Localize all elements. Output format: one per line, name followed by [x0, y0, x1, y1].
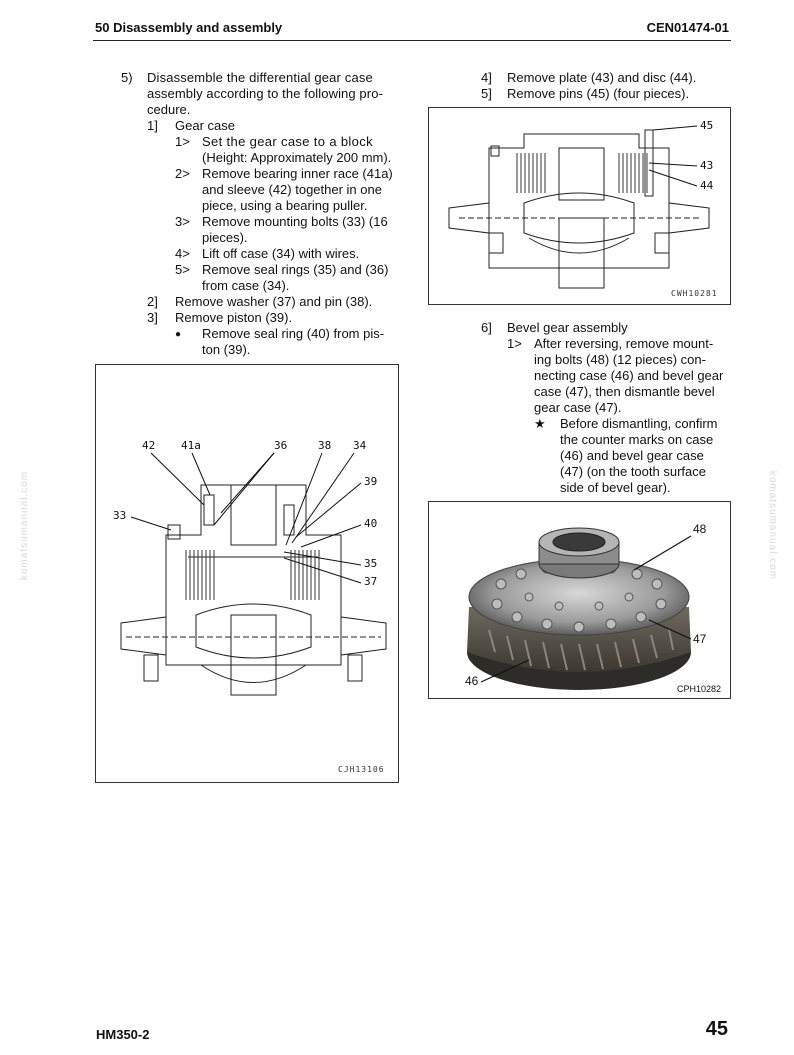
substep-text: Remove washer (37) and pin (38).: [175, 294, 373, 309]
substep-title: Bevel gear assembly: [507, 320, 628, 335]
figure-gear-case: 42 41a 36 38 34 39 33 40 35 37 CJH13106: [95, 364, 399, 783]
substep-number: 2]: [147, 294, 158, 309]
figure-code: CWH10281: [671, 289, 718, 298]
callout-33: 33: [113, 509, 127, 522]
callout-42: 42: [142, 439, 156, 452]
bullet-text: ton (39).: [202, 342, 251, 357]
item-number: 4>: [175, 246, 190, 261]
step-text: Disassemble the differential gear case: [147, 70, 373, 85]
callout-37: 37: [364, 575, 378, 588]
substep-number: 4]: [481, 70, 492, 85]
substep-title: Gear case: [175, 118, 235, 133]
callout-43: 43: [700, 159, 714, 172]
figure-bevel-gear-photo: 48 47 46 CPH10282: [428, 501, 731, 699]
footer-model: HM350-2: [96, 1027, 150, 1042]
callout-41a: 41a: [181, 439, 201, 452]
step-text: assembly according to the following pro-: [147, 86, 383, 101]
item-number: 1>: [175, 134, 190, 149]
figure-code: CPH10282: [677, 684, 722, 694]
item-number: 5>: [175, 262, 190, 277]
callout-36: 36: [274, 439, 288, 452]
callout-44: 44: [700, 179, 714, 192]
step-text: cedure.: [147, 102, 191, 117]
item-text: from case (34).: [202, 278, 290, 293]
item-text: Remove mounting bolts (33) (16: [202, 214, 388, 229]
item-text: necting case (46) and bevel gear: [534, 368, 724, 383]
substep-number: 1]: [147, 118, 158, 133]
callout-38: 38: [318, 439, 332, 452]
substep-number: 3]: [147, 310, 158, 325]
callout-39: 39: [364, 475, 378, 488]
gear-case-cross-section-drawing: [120, 452, 387, 696]
watermark-right: komatsumanual.com: [767, 470, 779, 581]
substep-text: Remove plate (43) and disc (44).: [507, 70, 697, 85]
callout-45: 45: [700, 119, 714, 132]
callout-34: 34: [353, 439, 367, 452]
figure-code: CJH13106: [338, 765, 385, 774]
item-text: piece, using a bearing puller.: [202, 198, 368, 213]
note-text: (47) (on the tooth surface: [560, 464, 706, 479]
page-number: 45: [705, 1018, 728, 1040]
note-text: side of bevel gear).: [560, 480, 671, 495]
watermark-left: komatsumanual.com: [19, 470, 31, 581]
item-text: ing bolts (48) (12 pieces) con-: [534, 352, 706, 367]
callout-40: 40: [364, 517, 378, 530]
page-header: 50 Disassembly and assembly CEN01474-01: [93, 18, 731, 41]
callout-48: 48: [693, 522, 707, 536]
item-text: Set the gear case to a block: [202, 134, 373, 149]
item-text: Remove bearing inner race (41a): [202, 166, 393, 181]
item-number: 2>: [175, 166, 190, 181]
header-doc-code: CEN01474-01: [646, 20, 729, 35]
substep-text: Remove piston (39).: [175, 310, 293, 325]
star-icon: ★: [534, 416, 546, 431]
item-text: After reversing, remove mount-: [534, 336, 714, 351]
item-number: 3>: [175, 214, 190, 229]
callout-46: 46: [465, 674, 479, 688]
note-text: Before dismantling, confirm: [560, 416, 718, 431]
header-section-title: 50 Disassembly and assembly: [95, 20, 283, 35]
note-text: (46) and bevel gear case: [560, 448, 704, 463]
item-text: (Height: Approximately 200 mm).: [202, 150, 392, 165]
substep-text: Remove pins (45) (four pieces).: [507, 86, 690, 101]
bevel-gear-photo-image: [467, 527, 692, 690]
item-text: pieces).: [202, 230, 248, 245]
step-number: 5): [121, 70, 133, 85]
figure-plate-disc: 45 43 44 CWH10281: [428, 107, 731, 305]
bullet-icon: ●: [175, 329, 182, 340]
item-text: Remove seal rings (35) and (36): [202, 262, 389, 277]
item-text: and sleeve (42) together in one: [202, 182, 382, 197]
substep-number: 6]: [481, 320, 492, 335]
item-number: 1>: [507, 336, 522, 351]
substep-number: 5]: [481, 86, 492, 101]
callout-35: 35: [364, 557, 378, 570]
item-text: Lift off case (34) with wires.: [202, 246, 360, 261]
note-text: the counter marks on case: [560, 432, 714, 447]
callout-47: 47: [693, 632, 707, 646]
bullet-text: Remove seal ring (40) from pis-: [202, 326, 385, 341]
item-text: gear case (47).: [534, 400, 622, 415]
differential-cross-section-drawing: [448, 125, 710, 289]
item-text: case (47), then dismantle bevel: [534, 384, 715, 399]
